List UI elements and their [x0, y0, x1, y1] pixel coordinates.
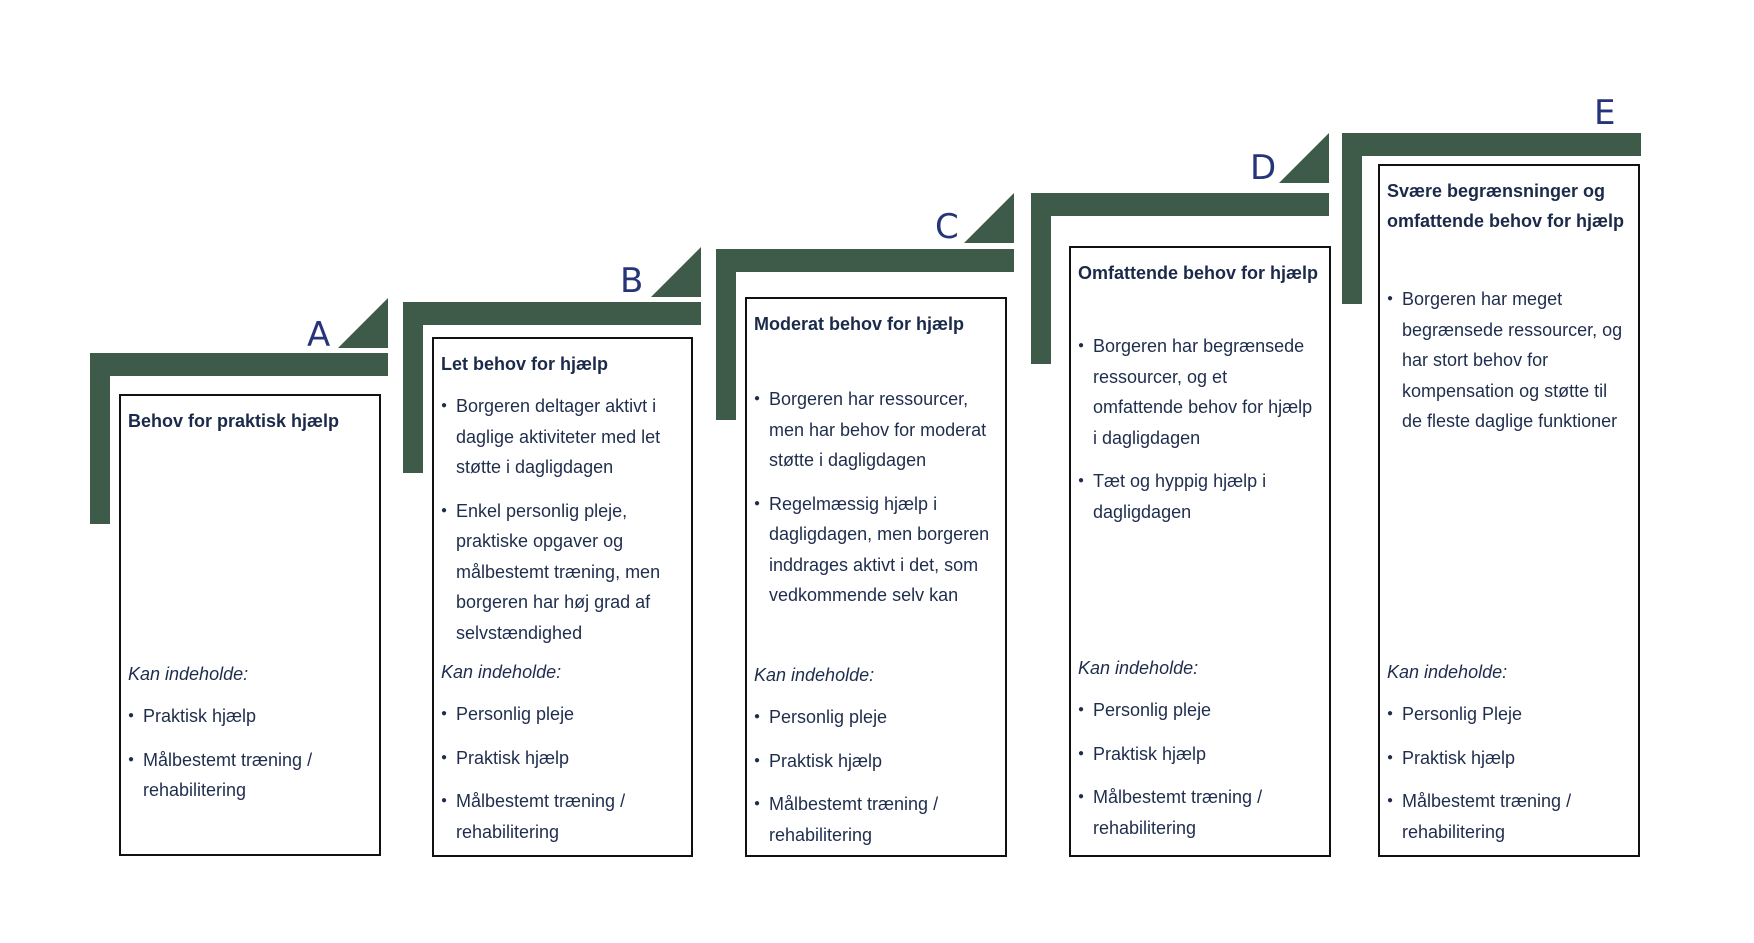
kan-list-a: Praktisk hjælp Målbestemt træning / reha…: [128, 701, 373, 806]
kan-item: Målbestemt træning / rehabilitering: [754, 789, 999, 850]
description-item: Regelmæssig hjælp i dagligdagen, men bor…: [754, 489, 997, 611]
level-title-d: Omfattende behov for hjælp: [1078, 263, 1319, 283]
level-title-a: Behov for praktisk hjælp: [128, 411, 340, 431]
level-card-a: Behov for praktisk hjælp Kan indeholde: …: [119, 394, 381, 856]
step-a-triangle: [338, 298, 388, 348]
step-c-triangle: [964, 193, 1014, 243]
step-b-horizontal-bar: [403, 302, 701, 325]
level-letter-a: A: [307, 315, 331, 355]
kan-item: Praktisk hjælp: [1387, 743, 1632, 774]
level-letter-c: C: [935, 207, 959, 247]
kan-indeholde-label-b: Kan indeholde:: [441, 662, 562, 682]
step-a-horizontal-bar: [90, 353, 388, 376]
level-title-c: Moderat behov for hjælp: [754, 314, 965, 334]
step-d-horizontal-bar: [1031, 193, 1329, 216]
kan-item: Praktisk hjælp: [1078, 739, 1323, 770]
description-item: Borgeren har ressourcer, men har behov f…: [754, 384, 997, 476]
level-card-b: Let behov for hjælp Borgeren deltager ak…: [432, 337, 693, 857]
kan-item: Personlig pleje: [441, 699, 685, 730]
kan-item: Praktisk hjælp: [441, 743, 685, 774]
description-item: Tæt og hyppig hjælp i dagligdagen: [1078, 466, 1321, 527]
description-list-e: Borgeren har meget begrænsede ressourcer…: [1387, 284, 1630, 437]
kan-indeholde-label-e: Kan indeholde:: [1387, 662, 1508, 682]
level-card-e: Svære begrænsninger og omfattende behov …: [1378, 164, 1640, 857]
description-list-c: Borgeren har ressourcer, men har behov f…: [754, 384, 997, 611]
step-d-triangle: [1279, 133, 1329, 183]
step-a-vertical-bar: [90, 353, 110, 524]
description-item: Enkel personlig pleje, praktiske opgaver…: [441, 496, 683, 649]
kan-item: Personlig pleje: [1078, 695, 1323, 726]
level-letter-e: E: [1594, 93, 1616, 133]
level-card-c: Moderat behov for hjælp Borgeren har res…: [745, 297, 1007, 857]
kan-list-c: Personlig pleje Praktisk hjælp Målbestem…: [754, 702, 999, 850]
step-c-vertical-bar: [716, 249, 736, 420]
step-b-triangle: [651, 247, 701, 297]
level-card-d: Omfattende behov for hjælp Borgeren har …: [1069, 246, 1331, 857]
step-e-vertical-bar: [1342, 133, 1362, 304]
kan-item: Praktisk hjælp: [128, 701, 373, 732]
kan-list-d: Personlig pleje Praktisk hjælp Målbestem…: [1078, 695, 1323, 843]
description-list-d: Borgeren har begrænsede ressourcer, og e…: [1078, 331, 1321, 527]
level-title-b: Let behov for hjælp: [441, 354, 609, 374]
level-letter-b: B: [620, 261, 644, 301]
description-list-b: Borgeren deltager aktivt i daglige aktiv…: [441, 391, 683, 648]
level-title-e: Svære begrænsninger og omfattende behov …: [1387, 181, 1625, 231]
kan-indeholde-label-d: Kan indeholde:: [1078, 658, 1199, 678]
step-b-vertical-bar: [403, 302, 423, 473]
kan-indeholde-label-c: Kan indeholde:: [754, 665, 875, 685]
kan-item: Personlig pleje: [754, 702, 999, 733]
kan-item: Praktisk hjælp: [754, 746, 999, 777]
description-item: Borgeren har meget begrænsede ressourcer…: [1387, 284, 1630, 437]
kan-list-b: Personlig pleje Praktisk hjælp Målbestem…: [441, 699, 685, 847]
kan-item: Målbestemt træning / rehabilitering: [1078, 782, 1323, 843]
kan-item: Målbestemt træning / rehabilitering: [128, 745, 373, 806]
step-c-horizontal-bar: [716, 249, 1014, 272]
step-d-vertical-bar: [1031, 193, 1051, 364]
kan-item: Målbestemt træning / rehabilitering: [1387, 786, 1632, 847]
kan-indeholde-label-a: Kan indeholde:: [128, 664, 249, 684]
kan-item: Personlig Pleje: [1387, 699, 1632, 730]
step-e-horizontal-bar: [1342, 133, 1641, 156]
kan-item: Målbestemt træning / rehabilitering: [441, 786, 685, 847]
level-letter-d: D: [1250, 148, 1277, 188]
kan-list-e: Personlig Pleje Praktisk hjælp Målbestem…: [1387, 699, 1632, 847]
description-item: Borgeren har begrænsede ressourcer, og e…: [1078, 331, 1321, 453]
description-item: Borgeren deltager aktivt i daglige aktiv…: [441, 391, 683, 483]
